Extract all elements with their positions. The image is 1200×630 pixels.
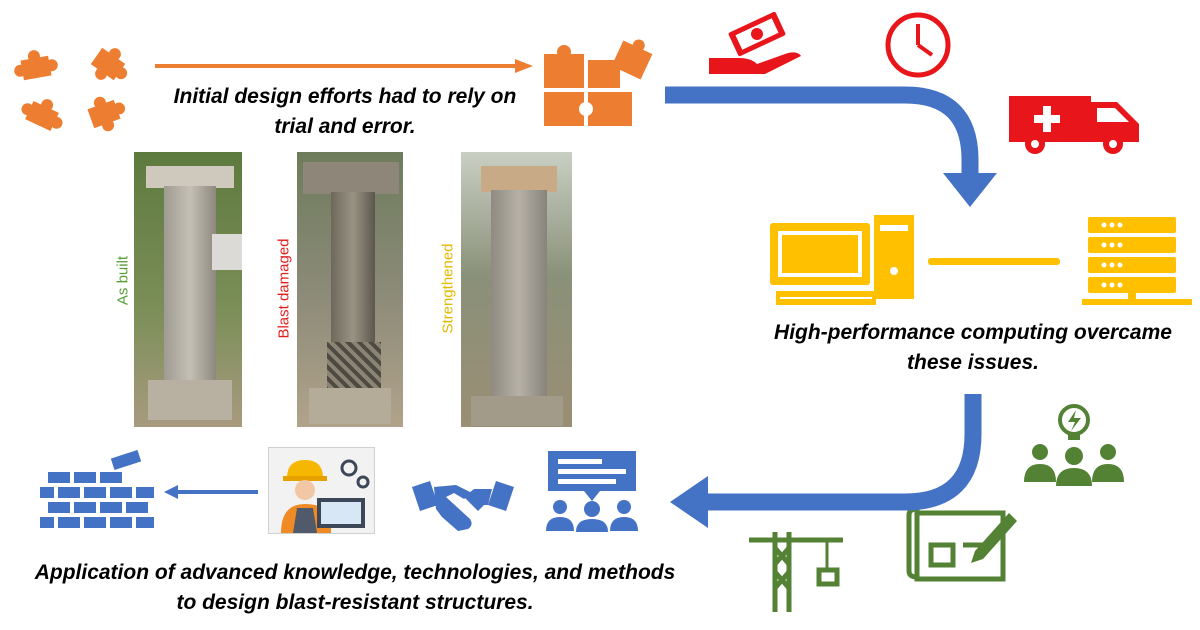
crane-icon — [749, 532, 843, 612]
blue-arrow-top — [665, 86, 997, 207]
photo-as-built — [134, 152, 242, 427]
engineer-icon — [281, 459, 370, 533]
cable-line — [928, 258, 1060, 265]
ambulance-icon — [1009, 96, 1139, 154]
label-as-built: As built — [114, 255, 132, 306]
caption-top: Initial design efforts had to rely on tr… — [173, 85, 517, 138]
idea-team-icon — [1024, 404, 1124, 486]
photo-strengthened — [461, 152, 572, 427]
label-strengthened: Strengthened — [439, 243, 457, 334]
blue-arrow-bottom — [670, 394, 982, 528]
orange-arrow — [155, 59, 533, 73]
assembled-puzzle-icon — [544, 39, 653, 126]
puzzle-pieces-icon — [14, 47, 128, 132]
engineer-card — [268, 447, 375, 534]
brick-wall-icon — [40, 450, 154, 528]
small-blue-arrow — [164, 485, 258, 499]
handshake-icon — [412, 481, 514, 531]
blueprint-icon — [906, 506, 1017, 582]
server-icon — [1082, 217, 1192, 305]
money-hand-icon — [709, 12, 801, 74]
photo-blast-damaged — [297, 152, 403, 427]
computer-icon — [770, 215, 914, 305]
clock-icon — [885, 12, 951, 78]
caption-bottom: Application of advanced knowledge, techn… — [34, 561, 676, 614]
caption-middle: High-performance computing overcame thes… — [774, 321, 1172, 374]
label-blast-damaged: Blast damaged — [275, 238, 293, 339]
presentation-team-icon — [546, 451, 638, 532]
